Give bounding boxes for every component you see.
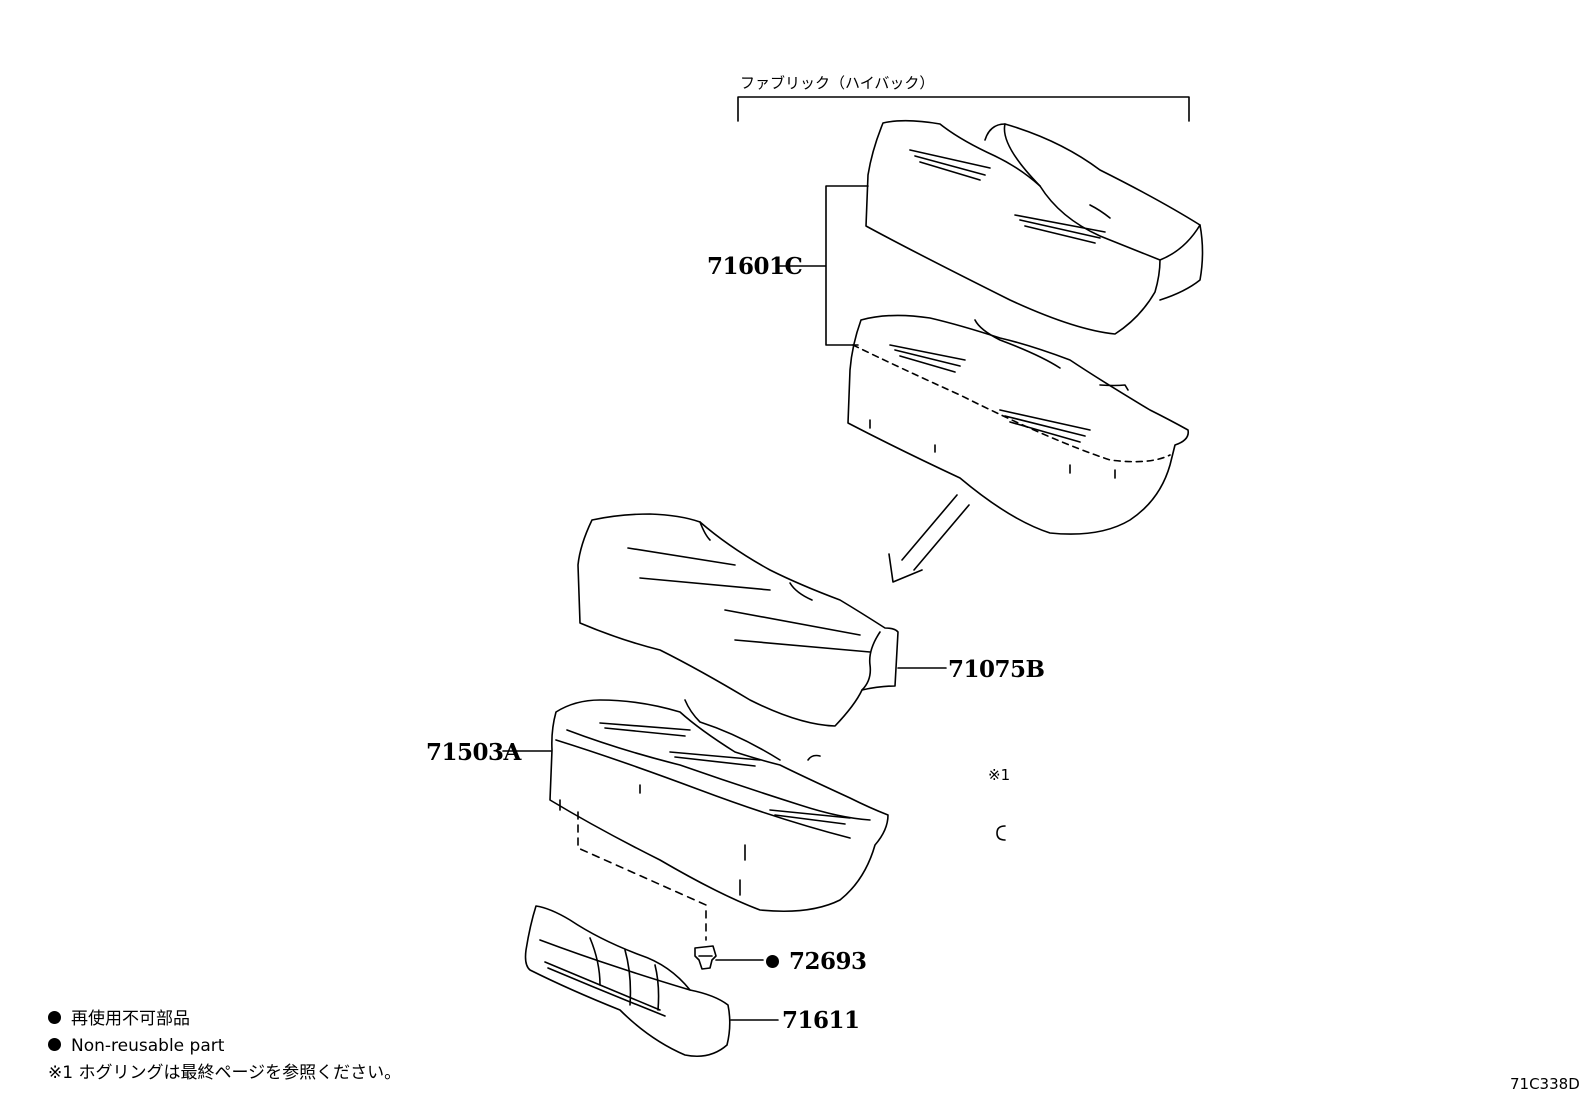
assembly-dashed-line: [577, 811, 707, 941]
figure-code: 71C338D: [1510, 1075, 1580, 1093]
ref-mark: ※1: [988, 766, 1011, 784]
part-number-71601c: 71601C: [707, 253, 803, 280]
leader-71601c: [779, 185, 869, 346]
legend-en-text: Non-reusable part: [71, 1036, 225, 1056]
legend-dot-icon: [48, 1010, 61, 1024]
clip-illustration: [694, 945, 717, 970]
legend-dot-icon: [48, 1037, 61, 1051]
part-number-72693: 72693: [766, 950, 867, 973]
cushion-pad-illustration: [549, 699, 889, 913]
part-number-71503a: 71503A: [426, 739, 521, 766]
non-reusable-dot-icon: [766, 954, 779, 968]
group-bracket: [737, 96, 1190, 122]
group-caption: ファブリック（ハイバック）: [740, 74, 935, 92]
legend-non-reusable-jp: 再使用不可部品: [48, 1009, 190, 1029]
part-number-71075b: 71075B: [948, 656, 1045, 683]
legend-note: ※1 ホグリングは最終ページを参照ください。: [48, 1063, 402, 1083]
part-number-72693-text: 72693: [789, 948, 867, 975]
pad-lower-illustration: [524, 905, 731, 1058]
part-number-71611: 71611: [782, 1007, 860, 1034]
legend-jp-text: 再使用不可部品: [71, 1009, 190, 1029]
legend-non-reusable-en: Non-reusable part: [48, 1036, 225, 1056]
cushion-cover-illustration: [577, 513, 899, 727]
seatback-cover-illustration: [865, 119, 1204, 335]
hog-ring-icon: [996, 825, 1006, 841]
seatback-pad-illustration: [847, 314, 1190, 535]
direction-arrow: [888, 494, 970, 583]
